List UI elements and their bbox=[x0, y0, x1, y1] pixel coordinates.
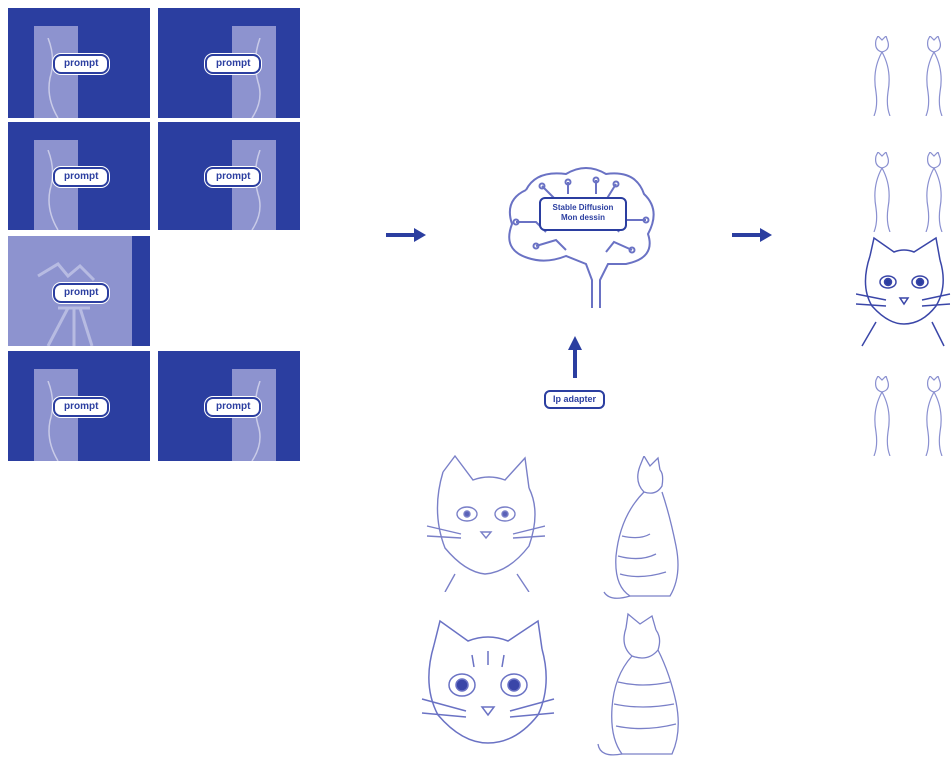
prompt-panel-2: prompt bbox=[158, 8, 300, 118]
prompt-label: prompt bbox=[205, 397, 261, 417]
prompt-label: prompt bbox=[53, 397, 109, 417]
result-cat-figure bbox=[918, 152, 948, 232]
sitting-cat-sketch bbox=[600, 456, 690, 606]
cat-face-sketch bbox=[425, 452, 545, 592]
result-cat-figure bbox=[866, 376, 896, 456]
figure-sketch bbox=[38, 150, 74, 230]
result-cat-figure bbox=[866, 152, 896, 232]
prompt-panel-7: prompt bbox=[158, 351, 300, 461]
ip-adapter-label: Ip adapter bbox=[544, 390, 605, 409]
figure-sketch bbox=[240, 38, 276, 118]
figure-sketch bbox=[38, 381, 74, 461]
result-cat-figure bbox=[866, 36, 896, 116]
model-name: Stable Diffusion bbox=[541, 203, 625, 213]
right-arrow-icon-2 bbox=[732, 226, 776, 244]
prompt-label: prompt bbox=[205, 167, 261, 187]
result-cat-face bbox=[856, 236, 951, 348]
cat-face-sketch-2 bbox=[418, 615, 558, 755]
figure-sketch bbox=[38, 38, 74, 118]
brain-circuit-icon bbox=[496, 160, 666, 310]
figure-sketch bbox=[240, 381, 276, 461]
result-cat-figure bbox=[918, 36, 948, 116]
panel-edge bbox=[132, 236, 150, 346]
prompt-label: prompt bbox=[53, 167, 109, 187]
up-arrow-icon bbox=[566, 336, 584, 378]
figure-sketch bbox=[240, 150, 276, 230]
model-label: Stable Diffusion Mon dessin bbox=[539, 197, 627, 231]
sitting-cat-sketch-2 bbox=[592, 612, 692, 762]
prompt-label: prompt bbox=[53, 283, 109, 303]
prompt-label: prompt bbox=[205, 54, 261, 74]
prompt-panel-6: prompt bbox=[8, 351, 150, 461]
prompt-panel-1: prompt bbox=[8, 8, 150, 118]
prompt-panel-4: prompt bbox=[158, 122, 300, 230]
prompt-panel-5: prompt bbox=[8, 236, 150, 346]
right-arrow-icon bbox=[386, 226, 430, 244]
prompt-panel-3: prompt bbox=[8, 122, 150, 230]
prompt-label: prompt bbox=[53, 54, 109, 74]
model-subtitle: Mon dessin bbox=[541, 213, 625, 223]
result-cat-figure bbox=[918, 376, 948, 456]
